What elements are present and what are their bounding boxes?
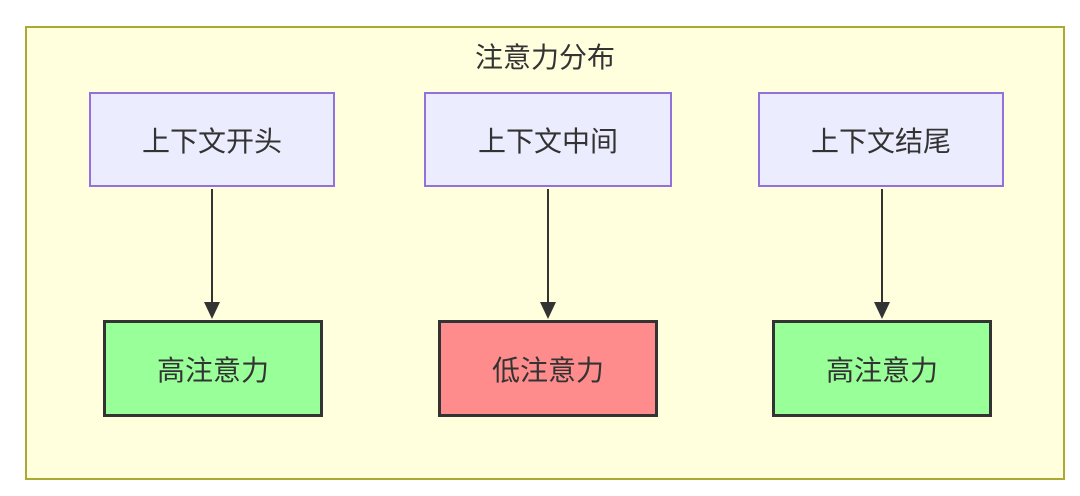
node-high-attention-right-label: 高注意力 — [825, 354, 938, 386]
node-context-middle: 上下文中间 — [424, 92, 672, 187]
node-low-attention-center: 低注意力 — [438, 320, 658, 417]
node-context-middle-label: 上下文中间 — [477, 125, 618, 157]
diagram-title: 注意力分布 — [474, 42, 615, 73]
node-context-begin-label: 上下文开头 — [141, 125, 282, 157]
node-high-attention-left-label: 高注意力 — [156, 354, 269, 386]
node-low-attention-center-label: 低注意力 — [491, 354, 604, 386]
node-context-begin: 上下文开头 — [89, 92, 335, 187]
node-context-end: 上下文结尾 — [758, 92, 1004, 187]
node-high-attention-left: 高注意力 — [103, 320, 323, 417]
node-context-end-label: 上下文结尾 — [810, 125, 951, 157]
node-high-attention-right: 高注意力 — [772, 320, 992, 417]
